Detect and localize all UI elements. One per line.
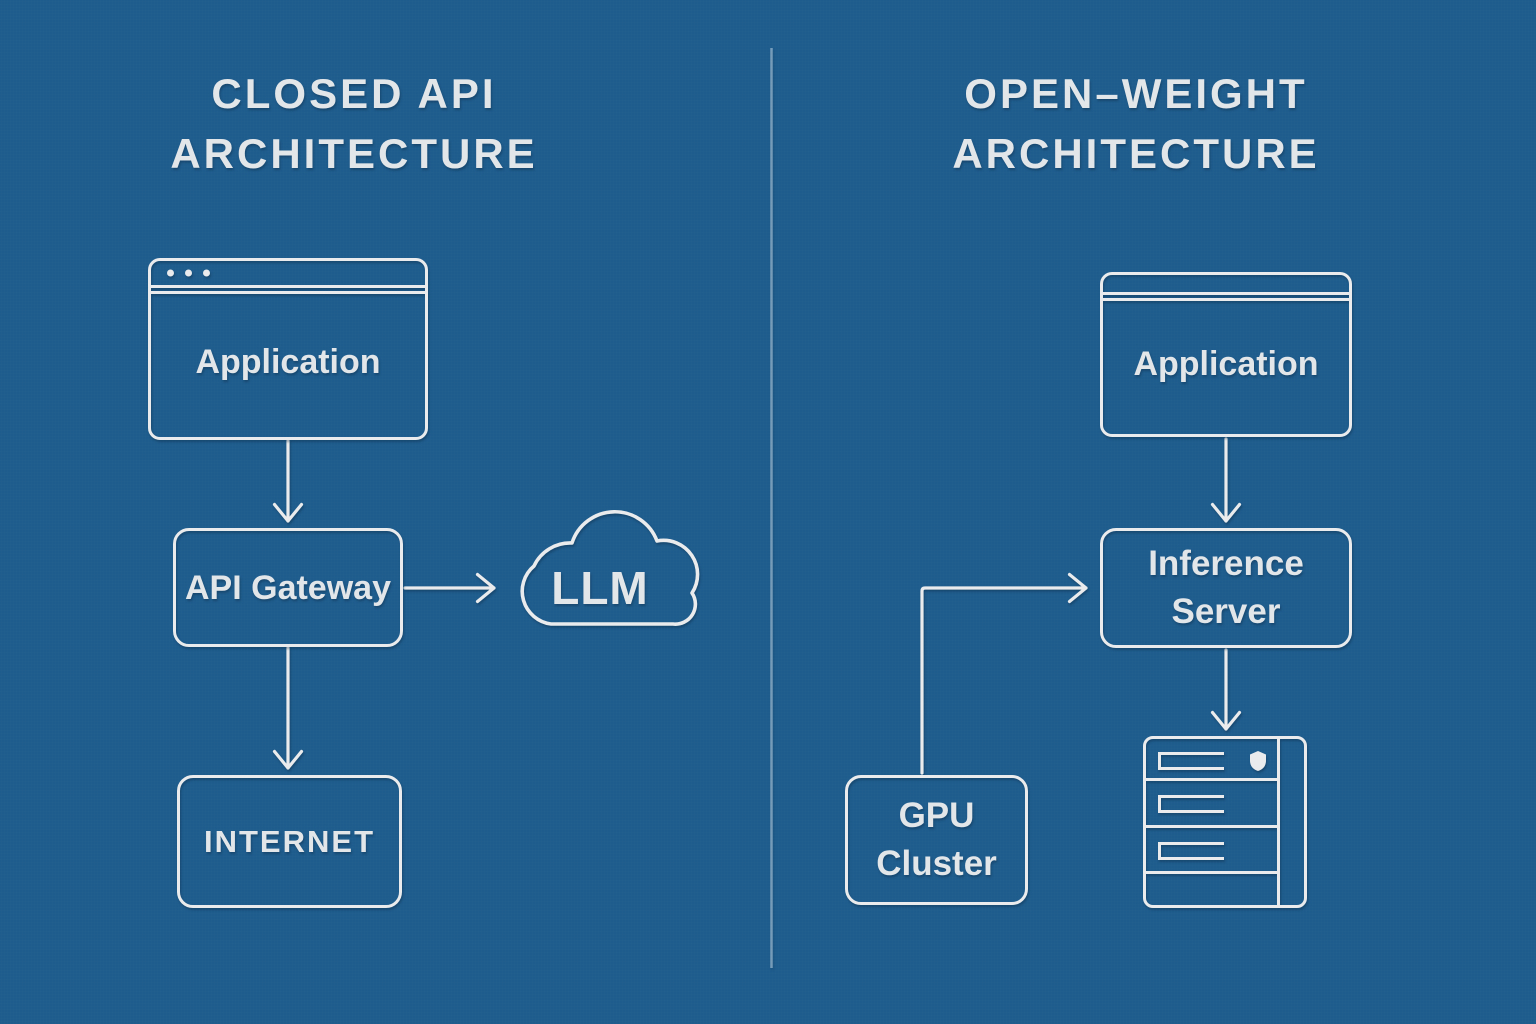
titlebar-second-line <box>1103 298 1349 301</box>
server-row-divider <box>1146 778 1277 781</box>
window-dots-icon <box>167 269 210 277</box>
gpu-cluster-label-line2: Cluster <box>876 844 997 883</box>
server-drive-bay-icon <box>1158 795 1224 813</box>
shield-icon <box>1250 751 1266 771</box>
server-row-divider <box>1146 825 1277 828</box>
right-title-line1: OPEN–WEIGHT <box>964 70 1308 117</box>
right-application-window: Application <box>1100 272 1352 437</box>
arrow-right-application-to-inference-server <box>1210 437 1242 523</box>
titlebar-second-line <box>151 291 425 294</box>
server-side-panel-line <box>1277 739 1280 905</box>
server-rack-icon <box>1143 736 1307 908</box>
inference-server-box: Inference Server <box>1100 528 1352 648</box>
api-gateway-label: API Gateway <box>185 568 391 607</box>
internet-label: INTERNET <box>204 823 375 859</box>
window-titlebar <box>1103 275 1349 295</box>
window-body: Application <box>151 288 425 437</box>
gpu-cluster-label-line1: GPU <box>898 796 975 835</box>
server-row-divider <box>1146 871 1277 874</box>
left-application-label: Application <box>195 343 381 381</box>
left-panel-title: CLOSED API ARCHITECTURE <box>170 64 537 184</box>
left-application-window: Application <box>148 258 428 440</box>
internet-box: INTERNET <box>177 775 402 908</box>
api-gateway-box: API Gateway <box>173 528 403 647</box>
llm-label: LLM <box>551 562 649 614</box>
arrow-api-gateway-to-internet <box>272 646 304 770</box>
llm-cloud-icon <box>520 509 700 626</box>
left-title-line1: CLOSED API <box>211 70 497 117</box>
gpu-cluster-box: GPU Cluster <box>845 775 1028 905</box>
server-drive-bay-icon <box>1158 752 1224 770</box>
arrow-left-application-to-api-gateway <box>272 439 304 523</box>
left-title-line2: ARCHITECTURE <box>170 130 538 177</box>
window-titlebar <box>151 261 425 288</box>
arrow-gpu-cluster-to-inference-server <box>920 572 1088 775</box>
arrow-inference-server-to-server-rack <box>1210 648 1242 731</box>
arrow-api-gateway-to-llm <box>403 572 496 604</box>
server-drive-bay-icon <box>1158 842 1224 860</box>
right-title-line2: ARCHITECTURE <box>952 130 1320 177</box>
right-application-label: Application <box>1133 345 1319 383</box>
right-panel-title: OPEN–WEIGHT ARCHITECTURE <box>952 64 1319 184</box>
inference-server-label-line2: Server <box>1171 592 1281 631</box>
inference-server-label-line1: Inference <box>1148 544 1304 583</box>
window-body: Application <box>1103 295 1349 434</box>
